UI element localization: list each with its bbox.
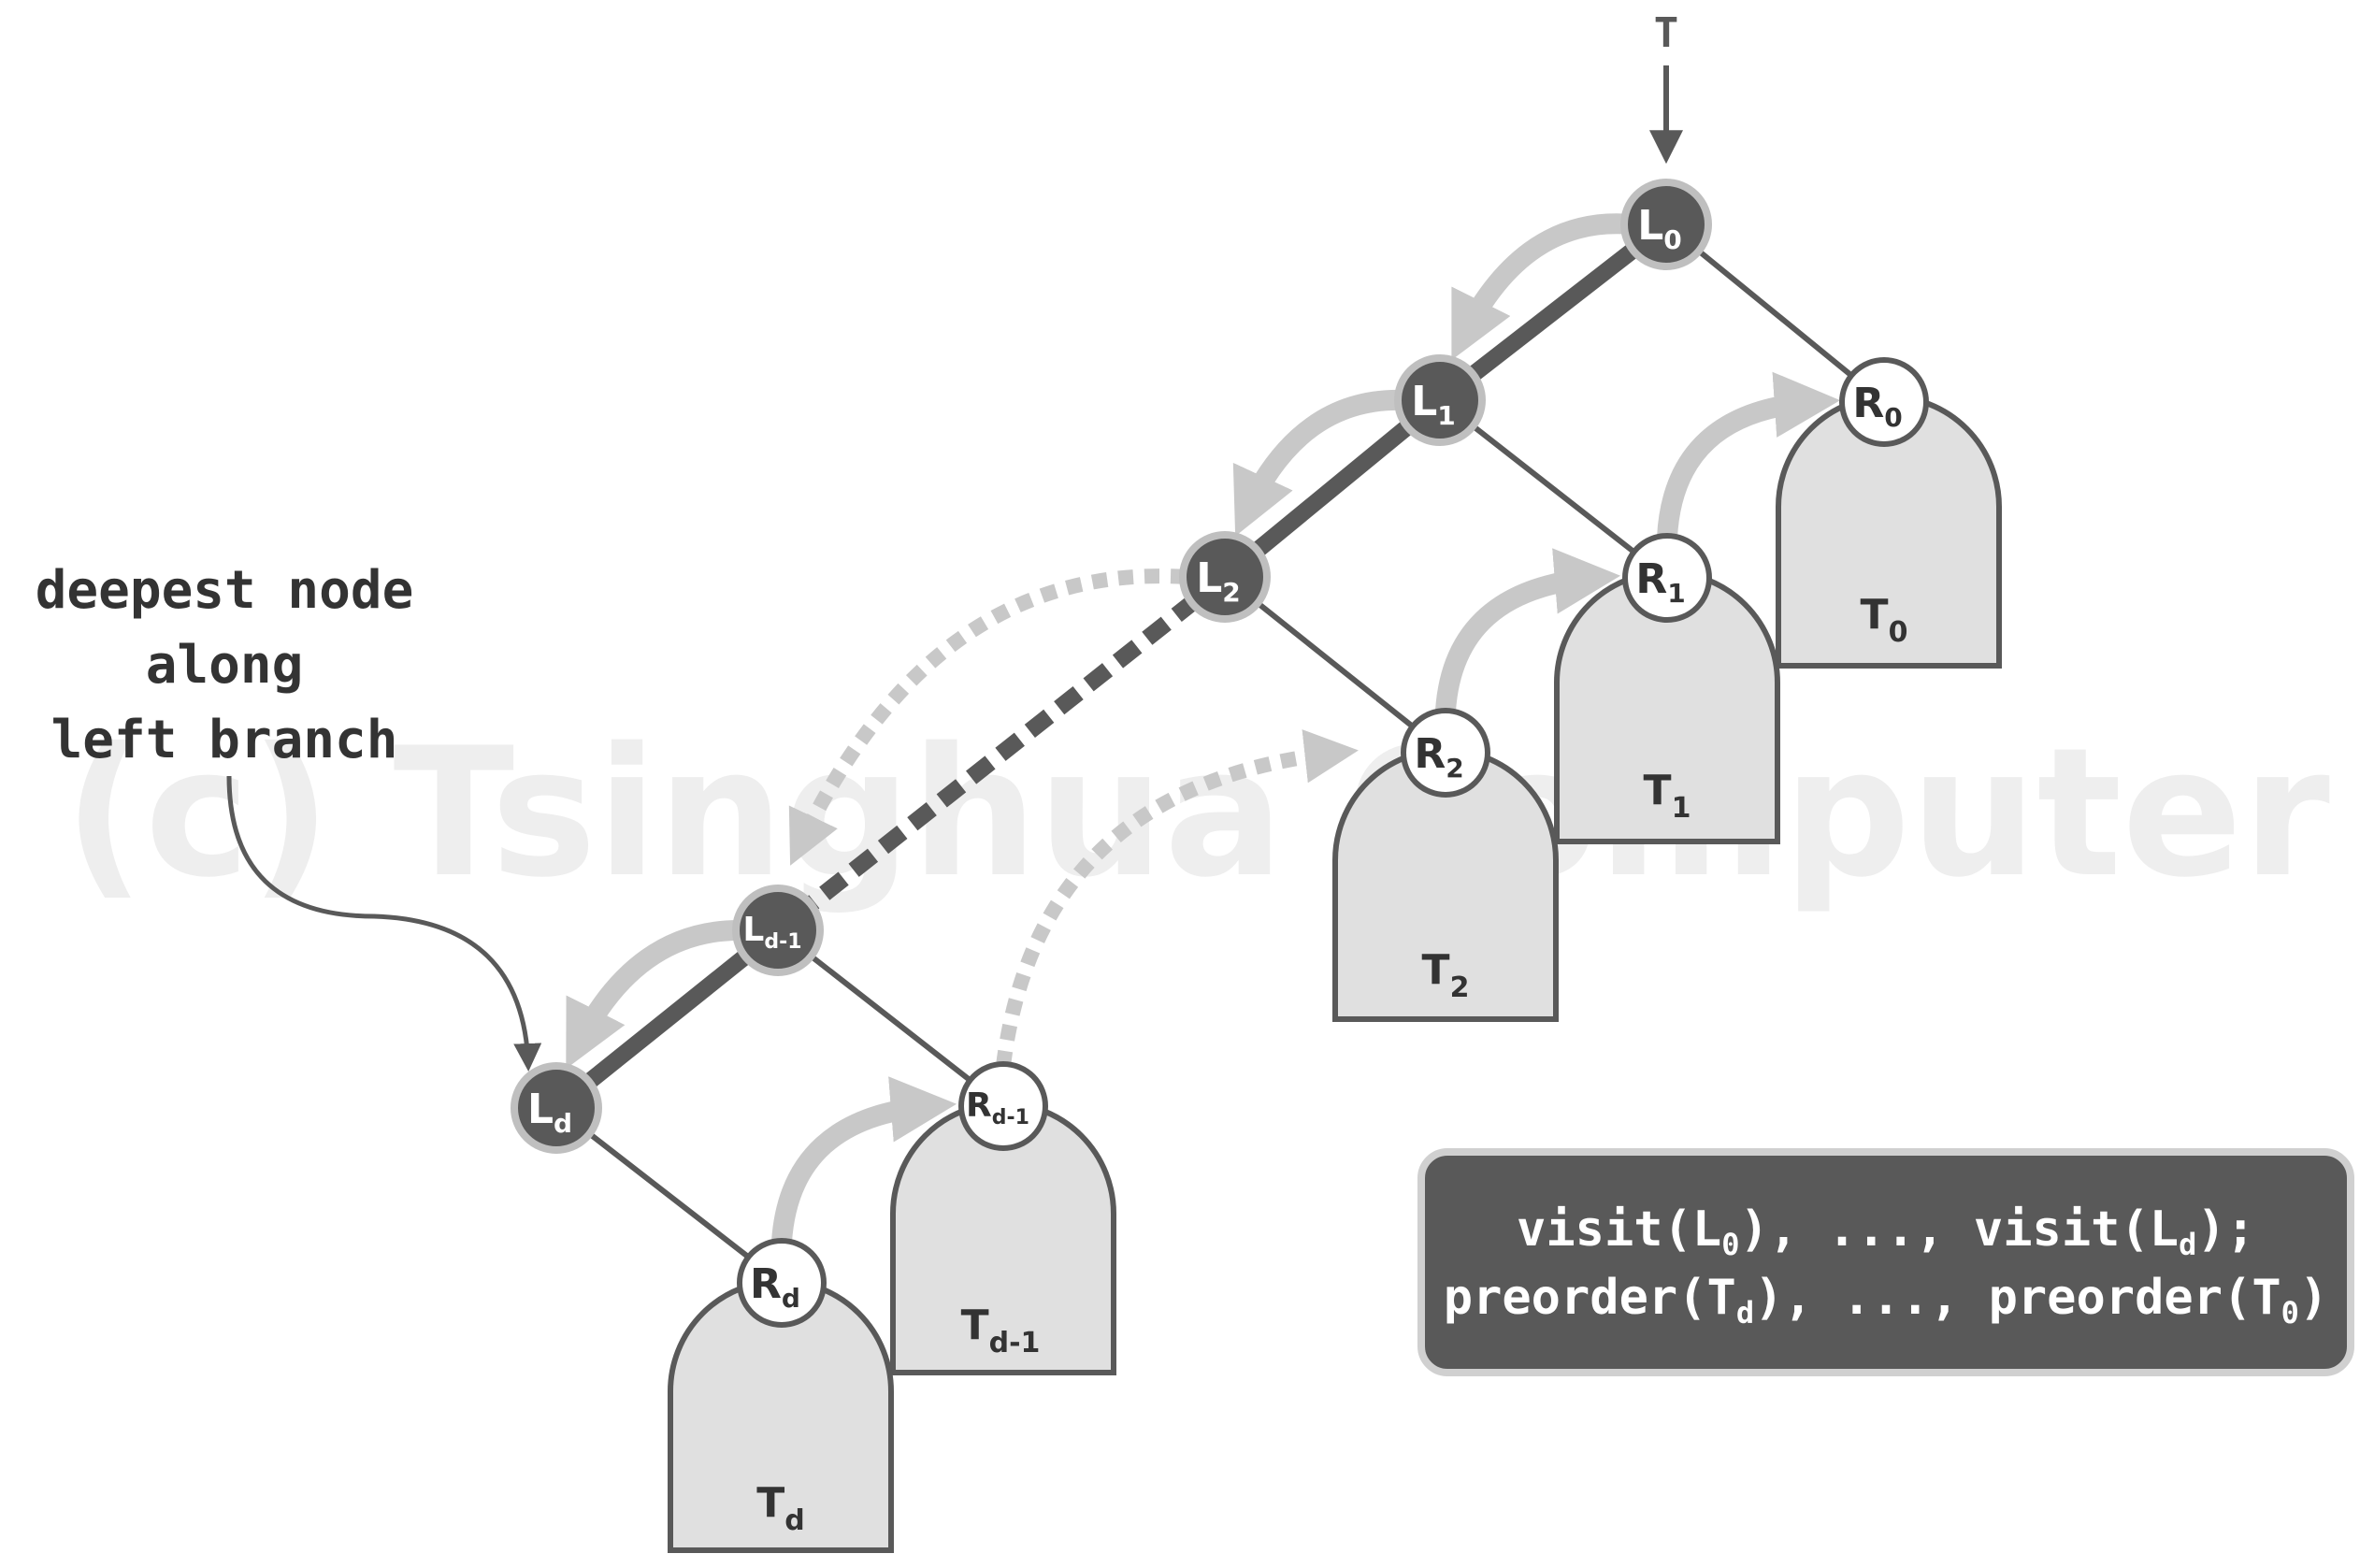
node-ld-1-sub: d-1 <box>764 930 801 954</box>
annotation-line-3: left branch <box>51 710 398 770</box>
visit-arrow-ld-1-ld <box>566 920 749 1070</box>
svg-text:L2: L2 <box>1196 554 1241 608</box>
svg-text:R2: R2 <box>1414 730 1463 784</box>
svg-text:R0: R0 <box>1852 380 1902 433</box>
subtree-t2-label: T <box>1422 946 1450 994</box>
code-line-1-part-c: ); <box>2196 1201 2255 1258</box>
node-ld-sub: d <box>554 1108 572 1139</box>
node-rd-sub: d <box>782 1283 800 1314</box>
node-ld-1-label: L <box>742 911 764 949</box>
node-rd-label: R <box>750 1260 782 1308</box>
code-line-2-part-b: ), ..., preorder(T <box>1754 1270 2281 1326</box>
subtree-t1: T1 <box>1554 569 1780 844</box>
node-l2-sub: 2 <box>1222 577 1240 608</box>
visit-arrow-l1-l2 <box>1232 389 1413 537</box>
code-line-2-part-c: ) <box>2299 1270 2328 1326</box>
code-line-2-part-a: preorder(T <box>1444 1270 1736 1326</box>
node-rd-1-label: R <box>966 1086 992 1125</box>
annotation-line-1: deepest node <box>36 560 414 621</box>
edge-l2-r2 <box>1223 574 1447 755</box>
node-r1: R1 <box>1622 533 1712 623</box>
svg-text:R1: R1 <box>1635 555 1685 609</box>
annotation-line-2: along <box>146 635 304 696</box>
node-r2-sub: 2 <box>1446 753 1463 784</box>
arrow-to-r1 <box>1435 548 1621 721</box>
node-r1-sub: 1 <box>1667 578 1685 609</box>
node-ld-label: L <box>527 1086 554 1133</box>
visit-arrow-l0-l1 <box>1451 213 1642 361</box>
edge-l1-r1 <box>1438 397 1669 581</box>
root-label: T <box>1654 9 1679 57</box>
code-line-1-part-b: ), ..., visit(L <box>1739 1201 2179 1258</box>
code-line-1-sub-a: 0 <box>1721 1227 1739 1262</box>
node-ld: Ld <box>511 1062 602 1154</box>
node-l0-label: L <box>1637 202 1663 250</box>
node-r0-sub: 0 <box>1884 402 1902 433</box>
edge-ld-rd <box>554 1105 784 1286</box>
svg-text:T0: T0 <box>1861 591 1908 649</box>
dotted-arrow-rd-1-r2 <box>996 729 1359 1067</box>
subtree-t0-label: T <box>1861 591 1889 639</box>
node-l1-sub: 1 <box>1437 400 1455 431</box>
dotted-arrow-l2-ld-1 <box>788 568 1187 866</box>
node-l0: L0 <box>1620 179 1712 270</box>
node-l0-sub: 0 <box>1663 224 1681 255</box>
arrow-to-r0 <box>1657 371 1841 548</box>
node-r0: R0 <box>1839 357 1929 447</box>
svg-text:Td-1: Td-1 <box>961 1302 1041 1359</box>
node-l2: L2 <box>1179 531 1271 623</box>
node-rd-1-sub: d-1 <box>992 1106 1029 1129</box>
subtree-t1-label: T <box>1644 767 1672 814</box>
edge-l0-r0 <box>1664 222 1886 405</box>
subtree-t1-sub: 1 <box>1672 792 1691 825</box>
node-l1-label: L <box>1411 378 1437 425</box>
svg-text:Ld: Ld <box>527 1086 572 1139</box>
spine-ld-1-ld <box>551 923 784 1115</box>
svg-text:Rd-1: Rd-1 <box>966 1086 1029 1129</box>
code-line-1-part-a: visit(L <box>1517 1201 1721 1258</box>
code-line-2-sub-b: 0 <box>2281 1295 2299 1331</box>
spine-l2-ld-1-dashed <box>772 569 1230 938</box>
node-rd-1: Rd-1 <box>958 1061 1048 1151</box>
code-line-2-sub-a: d <box>1736 1295 1754 1331</box>
subtree-td-1-label: T <box>961 1302 989 1349</box>
svg-text:Ld-1: Ld-1 <box>742 911 801 954</box>
node-ld-1: Ld-1 <box>732 885 824 976</box>
node-r1-label: R <box>1635 555 1667 603</box>
code-line-2: preorder(Td), ..., preorder(T0) <box>1444 1270 2328 1331</box>
edge-ld-1-rd-1 <box>776 928 1005 1109</box>
svg-text:L1: L1 <box>1411 378 1456 431</box>
svg-text:L0: L0 <box>1637 202 1682 255</box>
subtree-t0-sub: 0 <box>1889 616 1908 649</box>
svg-text:T1: T1 <box>1644 767 1691 825</box>
code-box: visit(L0), ..., visit(Ld); preorder(Td),… <box>1417 1148 2354 1376</box>
code-line-1-sub-b: d <box>2179 1227 2196 1262</box>
svg-text:T2: T2 <box>1422 946 1470 1004</box>
annotation: deepest node along left branch <box>36 560 414 770</box>
node-rd: Rd <box>737 1238 827 1328</box>
node-l2-label: L <box>1196 554 1222 602</box>
arrow-to-rd-1 <box>771 1076 957 1252</box>
subtree-t2-sub: 2 <box>1450 971 1470 1004</box>
watermark: (c) Tsinghua Computer <box>64 710 2330 916</box>
subtree-td-label: T <box>756 1479 784 1527</box>
spine-l1-l2 <box>1219 394 1446 583</box>
annotation-arrow <box>226 775 542 1072</box>
node-r0-label: R <box>1852 380 1884 427</box>
node-l1: L1 <box>1394 354 1486 446</box>
node-r2-label: R <box>1414 730 1446 778</box>
code-line-1: visit(L0), ..., visit(Ld); <box>1517 1201 2255 1262</box>
subtree-td-1-sub: d-1 <box>989 1327 1041 1359</box>
node-r2: R2 <box>1401 708 1490 798</box>
svg-text:Rd: Rd <box>750 1260 800 1314</box>
svg-text:Td: Td <box>756 1479 805 1537</box>
spine-l0-l1 <box>1434 217 1672 408</box>
subtree-td-sub: d <box>784 1504 804 1537</box>
